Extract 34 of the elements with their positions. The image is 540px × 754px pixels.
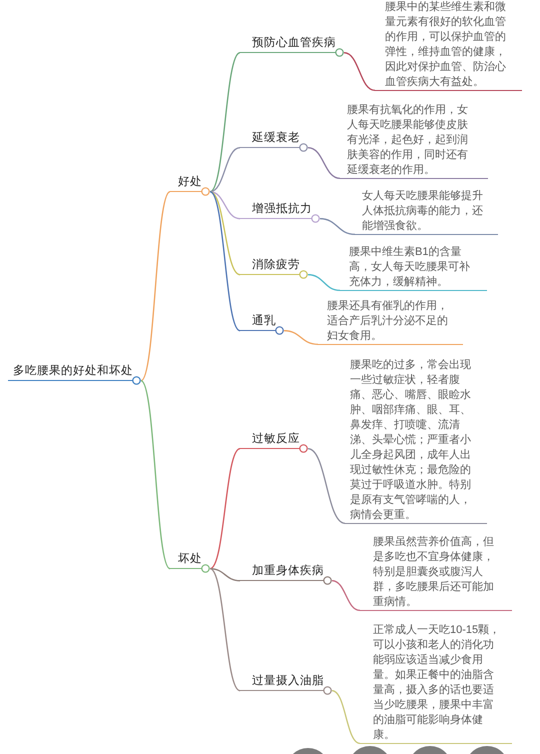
topic-text: 过敏反应 [240,432,300,450]
topic-text: 消除疲劳 [240,258,300,276]
topic-text: 预防心血管疾病 [240,36,336,54]
description-text: 正常成人一天吃10-15颗，可以小孩和老人的消化功能弱应该适当减少食用量。如果正餐中的油脂含量高，摄入多的话也要适当少吃腰果，腰果中丰富的油脂可能影响身体健康。 [360,623,512,744]
branch-line [210,191,240,332]
topic-text: 多吃腰果的好处和坏处 [8,364,133,382]
branch-line [308,147,340,179]
branch-line [284,330,318,345]
branch-line [320,218,356,235]
branch-line [344,52,376,91]
topic-text: 增强抵抗力 [240,202,312,220]
branch-line [210,147,240,192]
description-text: 女人每天吃腰果能够提升人体抵抗病毒的能力，还能增强食欲。 [355,189,498,235]
branch-line [210,191,240,276]
description-text: 腰果有抗氧化的作用，女人每天吃腰果能够使皮肤有光泽，起色好，起到润肤美容的作用，同时还有延缓衰老的作用。 [340,103,488,179]
description-text: 腰果还具有催乳的作用，适合产后乳汁分泌不足的妇女食用。 [318,299,463,345]
topic-text: 加重身体疾病 [240,564,324,582]
branch-line [332,580,360,611]
branch-line [308,274,340,291]
branch-line [140,191,170,382]
branch-line [210,568,240,692]
description-text: 腰果虽然营养价值高，但是多吃也不宜身体健康，特别是胆囊炎或腹泻人群，多吃腰果后还可能加重病情。 [360,535,512,611]
description-text: 腰果中的某些维生素和微量元素有很好的软化血管的作用，可以保护血管的弹性，维持血管的健康，因此对保护血管、防治心血管疾病大有益处。 [375,0,522,91]
topic-text: 过量摄入油脂 [240,674,324,692]
branch-line [210,52,240,192]
topic-text: 延缓衰老 [240,131,300,148]
branch-line [210,448,240,570]
description-text: 腰果吃的过多，常会出现一些过敏症状，轻者腹痛、恶心、嘴唇、眼睑水肿、咽部痒痛、眼、耳、鼻发痒、打喷嚏、流清涕、头晕心慌；严重者小儿全身起风团，成年人出现过敏性休克；最危险的莫过于呼吸道水肿。特别是原有支气管哮喘的人，病情会更重。 [345,358,487,524]
branch-line [210,568,240,582]
description-text: 腰果中维生素B1的含量高，女人每天吃腰果可补充体力，缓解精神。 [340,245,487,291]
branch-line [308,448,346,524]
branch-line [332,690,360,744]
branch-line [210,191,240,220]
branch-line [140,380,170,570]
